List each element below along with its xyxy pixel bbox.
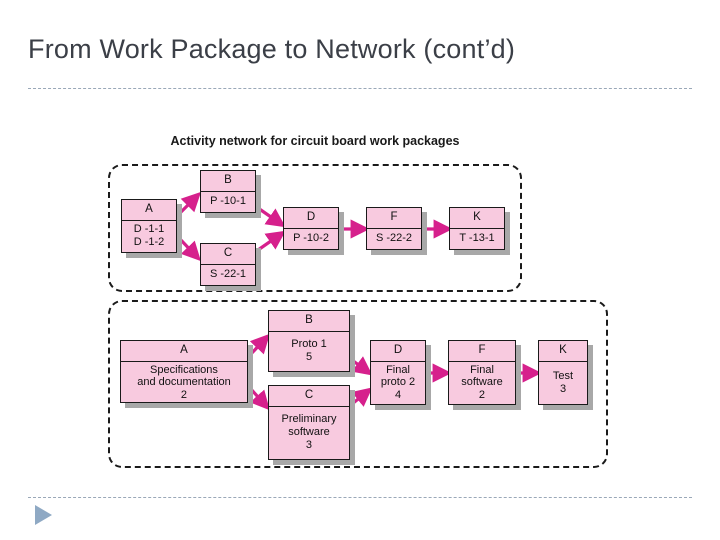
node-body: Specifications and documentation 2: [137, 363, 231, 402]
node-bottom-a[interactable]: A Specifications and documentation 2: [120, 340, 248, 403]
node-body: S -22-2: [375, 232, 413, 245]
node-id: A: [122, 200, 176, 221]
node-top-k[interactable]: K T -13-1: [449, 207, 505, 250]
node-id: D: [371, 341, 425, 362]
play-triangle-icon[interactable]: [35, 505, 52, 525]
node-bottom-k[interactable]: K Test 3: [538, 340, 588, 405]
node-id: B: [269, 311, 349, 332]
node-body: T -13-1: [459, 232, 495, 245]
node-body: Proto 1 5: [291, 338, 327, 364]
node-id: F: [367, 208, 421, 229]
node-body: Final proto 2 4: [380, 363, 416, 402]
node-id: D: [284, 208, 338, 229]
node-body: Test 3: [552, 369, 574, 395]
node-id: B: [201, 171, 255, 192]
node-id: C: [269, 386, 349, 407]
node-top-c[interactable]: C S -22-1: [200, 243, 256, 286]
activity-network-figure: Activity network for circuit board work …: [0, 110, 720, 480]
bottom-network-panel: [108, 300, 608, 468]
node-id: K: [450, 208, 504, 229]
node-id: K: [539, 341, 587, 362]
node-body: Preliminary software 3: [281, 413, 337, 452]
node-top-b[interactable]: B P -10-1: [200, 170, 256, 213]
node-id: A: [121, 341, 247, 362]
footer-divider: [28, 497, 692, 498]
node-id: C: [201, 244, 255, 265]
node-bottom-c[interactable]: C Preliminary software 3: [268, 385, 350, 460]
node-bottom-f[interactable]: F Final software 2: [448, 340, 516, 405]
page-title: From Work Package to Network (cont’d): [28, 34, 516, 64]
node-body: S -22-1: [209, 268, 247, 281]
node-id: F: [449, 341, 515, 362]
node-top-d[interactable]: D P -10-2: [283, 207, 339, 250]
node-body: P -10-1: [210, 195, 246, 208]
node-body: Final software 2: [461, 363, 503, 402]
node-body: P -10-2: [293, 232, 329, 245]
node-bottom-b[interactable]: B Proto 1 5: [268, 310, 350, 372]
title-divider: [28, 88, 692, 89]
top-network-panel: [108, 164, 522, 292]
node-top-a[interactable]: A D -1-1 D -1-2: [121, 199, 177, 253]
node-top-f[interactable]: F S -22-2: [366, 207, 422, 250]
node-body: D -1-1 D -1-2: [133, 223, 165, 249]
node-bottom-d[interactable]: D Final proto 2 4: [370, 340, 426, 405]
figure-caption: Activity network for circuit board work …: [170, 134, 460, 148]
